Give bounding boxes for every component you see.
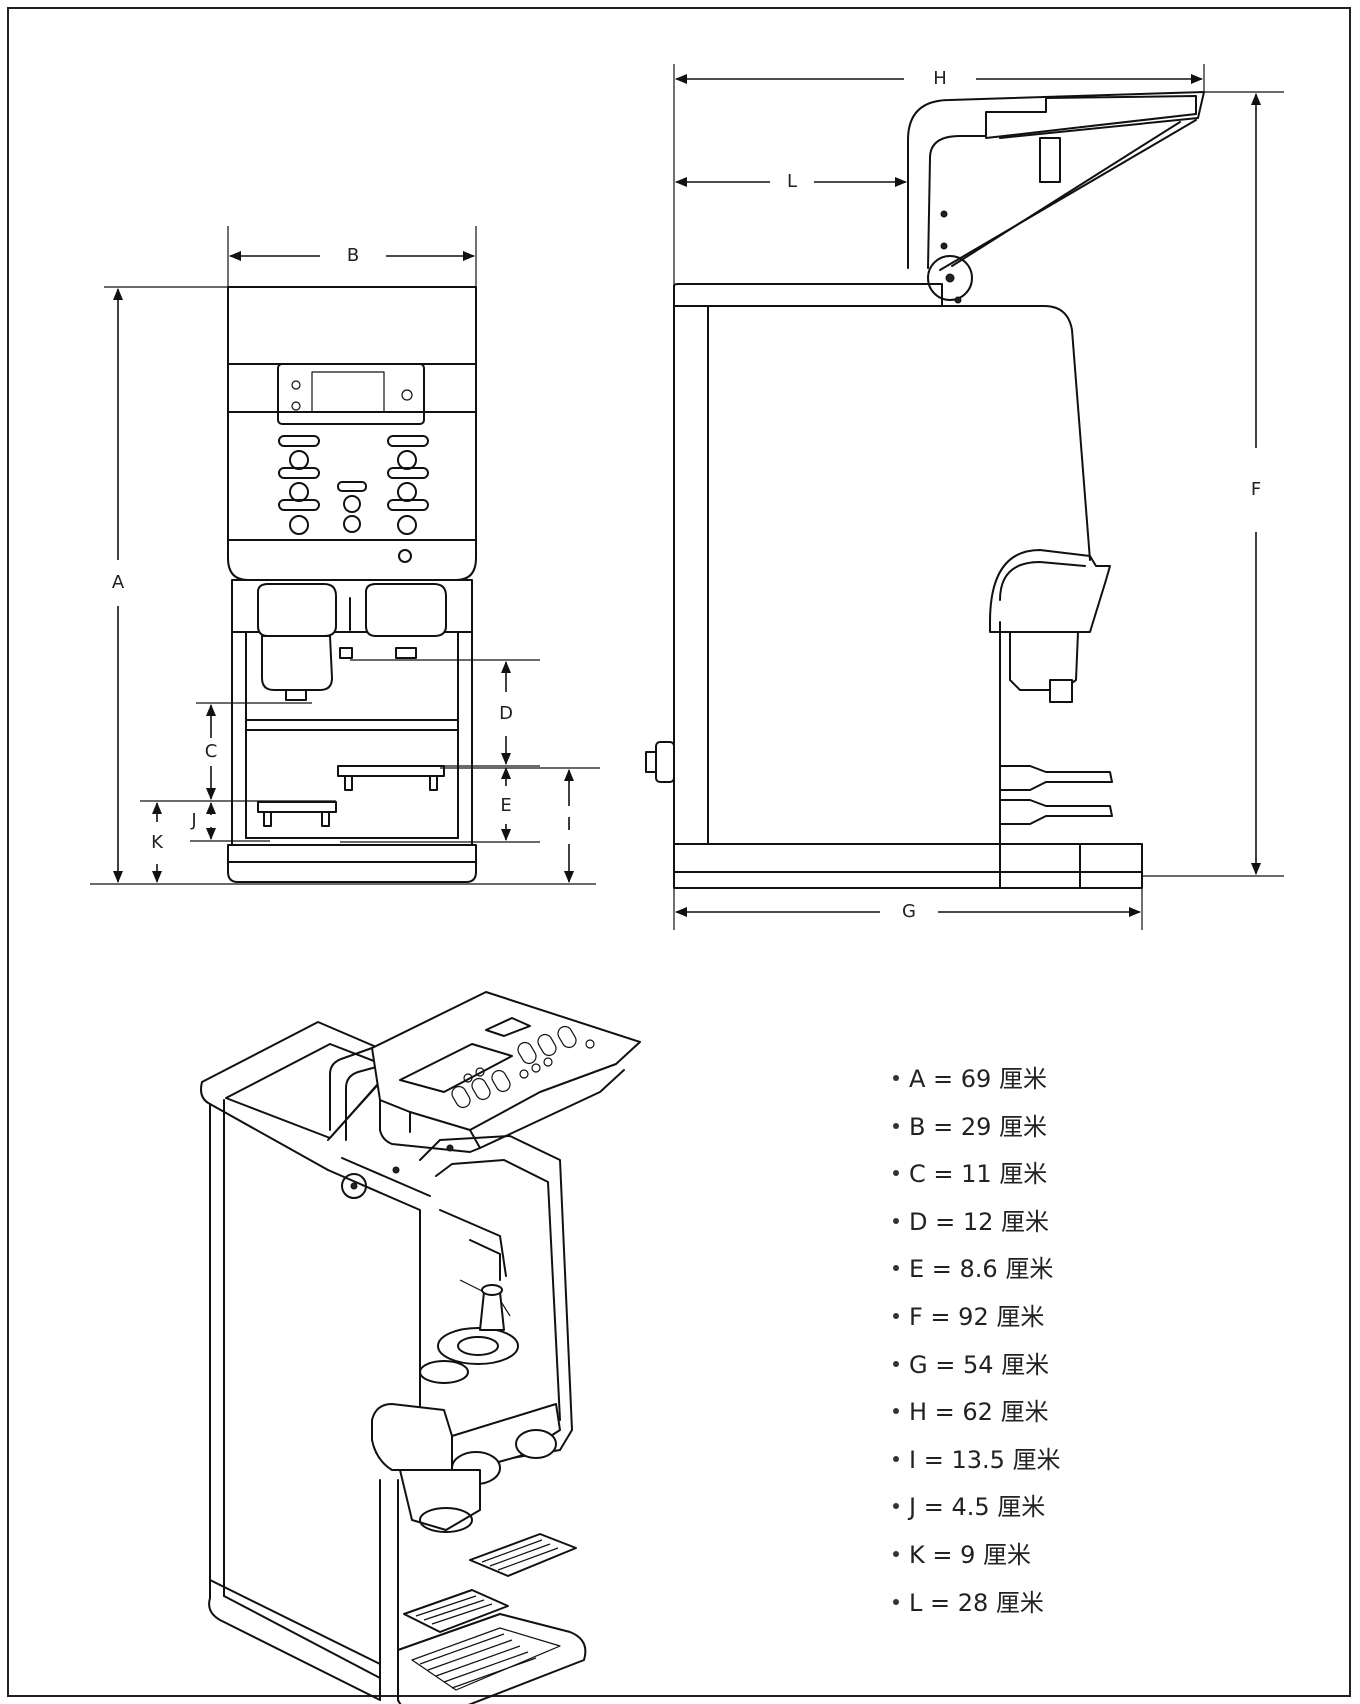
bullet-icon [893, 1075, 899, 1081]
front-button-panel [278, 435, 429, 563]
dimension-label-d: D [499, 703, 513, 724]
legend-text: C = 11 厘米 [909, 1160, 1048, 1189]
legend-item-d: D = 12 厘米 [893, 1199, 1061, 1247]
bullet-icon [893, 1550, 899, 1557]
legend-text: K = 9 厘米 [909, 1540, 1032, 1569]
dimension-label-e: E [500, 795, 511, 816]
legend-text: H = 62 厘米 [909, 1398, 1049, 1427]
bullet-icon [893, 1455, 899, 1462]
legend-item-k: K = 9 厘米 [893, 1532, 1061, 1580]
bullet-icon [893, 1408, 899, 1415]
legend-item-j: J = 4.5 厘米 [893, 1484, 1061, 1532]
legend-item-h: H = 62 厘米 [893, 1389, 1061, 1437]
legend-text: G = 54 厘米 [909, 1350, 1050, 1379]
bullet-icon [893, 1170, 899, 1177]
diagram-frame [7, 7, 1351, 1697]
legend-text: I = 13.5 厘米 [909, 1445, 1061, 1474]
bullet-icon [893, 1217, 899, 1224]
legend-text: B = 29 厘米 [909, 1112, 1047, 1141]
dimension-label-a: A [112, 572, 125, 593]
side-view [645, 91, 1205, 889]
legend-item-a: A = 69 厘米 [893, 1056, 1061, 1104]
legend-item-c: C = 11 厘米 [893, 1151, 1061, 1199]
legend-text: F = 92 厘米 [909, 1302, 1045, 1331]
front-dimensions: B A C J K D E I [90, 226, 600, 885]
bullet-icon [893, 1598, 899, 1605]
dimension-label-g: G [902, 901, 916, 922]
legend-item-i: I = 13.5 厘米 [893, 1437, 1061, 1485]
dimension-label-b: B [347, 245, 359, 266]
dimension-legend: A = 69 厘米 B = 29 厘米 C = 11 厘米 D = 12 厘米 … [893, 1056, 1061, 1627]
legend-text: L = 28 厘米 [909, 1588, 1044, 1617]
bullet-icon [893, 1312, 899, 1319]
front-view [227, 286, 477, 883]
dimension-label-l: L [787, 171, 797, 192]
legend-text: D = 12 厘米 [909, 1207, 1050, 1236]
legend-text: J = 4.5 厘米 [909, 1493, 1046, 1522]
dimension-label-c: C [205, 741, 218, 762]
legend-item-e: E = 8.6 厘米 [893, 1246, 1061, 1294]
dimension-label-f: F [1251, 479, 1261, 500]
bullet-icon [893, 1122, 899, 1129]
bullet-icon [893, 1360, 899, 1367]
legend-item-g: G = 54 厘米 [893, 1342, 1061, 1390]
bullet-icon [893, 1503, 899, 1510]
side-dimensions: H L F G [673, 64, 1284, 930]
dimension-label-h: H [933, 68, 947, 89]
legend-text: E = 8.6 厘米 [909, 1255, 1054, 1284]
legend-item-l: L = 28 厘米 [893, 1580, 1061, 1628]
dimension-label-j: J [190, 810, 196, 831]
dimension-label-i: I [566, 814, 571, 835]
isometric-keypad [451, 1025, 595, 1109]
bullet-icon [893, 1265, 899, 1272]
legend-item-b: B = 29 厘米 [893, 1104, 1061, 1152]
isometric-view [200, 991, 641, 1704]
legend-text: A = 69 厘米 [909, 1065, 1047, 1093]
dimension-label-k: K [151, 832, 164, 853]
legend-item-f: F = 92 厘米 [893, 1294, 1061, 1342]
